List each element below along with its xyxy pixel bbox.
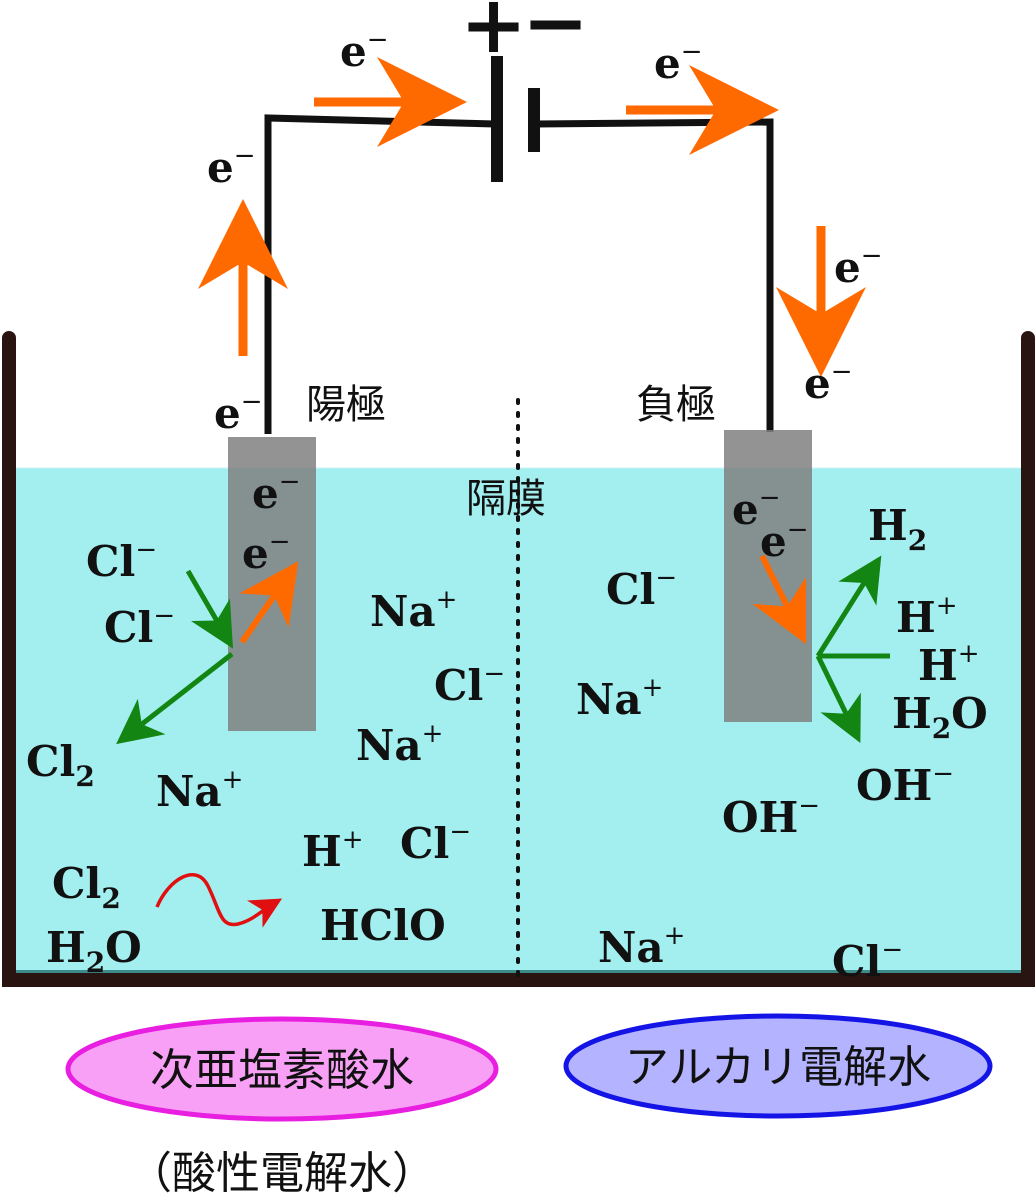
alkaline-water-label: アルカリ電解水 (625, 1042, 931, 1093)
cl-ion-center-2: Cl− (400, 817, 471, 868)
cl-ion-right-1: Cl− (606, 563, 677, 614)
cl-ion-to-anode-arrow (185, 569, 234, 649)
cl-ion-left-1: Cl− (86, 535, 157, 586)
cl2-left-1: Cl2 (26, 737, 95, 793)
tank (2, 331, 1035, 987)
anode-label: 陽極 (306, 382, 386, 428)
cl-ion-center-1: Cl− (434, 659, 505, 710)
battery-plus: + (460, 0, 527, 71)
h2-label: H2 (868, 501, 927, 557)
oh-ion-right-2: OH− (722, 791, 820, 842)
acid-water-sublabel: （酸性電解水） (128, 1148, 436, 1199)
h-ion-right-1: H+ (896, 591, 957, 642)
electron-label-anode-top: e− (214, 387, 263, 438)
na-ion-center-1: Na+ (370, 585, 457, 636)
electron-arrow-cathode (752, 554, 807, 645)
acid-water-label: 次亜塩素酸水 (150, 1045, 414, 1096)
alkaline-water-badge (563, 1013, 993, 1119)
h-ion-right-2: H+ (918, 639, 979, 690)
electron-label-anode-2: e− (242, 527, 291, 578)
electron-label-anode-1: e− (252, 467, 301, 518)
electron-label-right-wire: e− (834, 241, 883, 292)
electron-label-cathode-1: e− (732, 483, 781, 534)
membrane-label: 隔膜 (466, 476, 546, 522)
electron-label-top-left: e− (340, 25, 389, 76)
oh-ion-right-1: OH− (856, 759, 954, 810)
h2o-right: H2O (892, 689, 988, 745)
electron-label-left-wire: e− (207, 141, 256, 192)
cl-ion-left-2: Cl− (104, 601, 175, 652)
electron-label-right-lower: e− (804, 357, 853, 408)
electron-label-top-right: e− (654, 37, 703, 88)
cl2-left-2: Cl2 (52, 859, 121, 915)
cl-ion-right-2: Cl− (832, 935, 903, 986)
na-ion-right-1: Na+ (576, 673, 663, 724)
hclo-formation-arrow (155, 873, 283, 928)
cathode-label: 負極 (636, 382, 716, 428)
cl2-release-arrow (116, 652, 234, 745)
oh-release-arrow (815, 654, 861, 743)
na-ion-right-2: Na+ (598, 921, 685, 972)
h2o-left: H2O (46, 923, 142, 979)
h-ion-left: H+ (302, 825, 363, 876)
na-ion-center-2: Na+ (356, 719, 443, 770)
electron-label-cathode-2: e− (760, 515, 809, 566)
hclo-label: HClO (320, 901, 446, 950)
electron-arrow-anode (239, 561, 299, 644)
na-ion-left-1: Na+ (156, 765, 243, 816)
acid-water-badge (65, 1016, 499, 1122)
battery-minus: − (522, 0, 589, 69)
cathode-electrode (724, 430, 812, 722)
h2-release-arrow (815, 555, 882, 658)
